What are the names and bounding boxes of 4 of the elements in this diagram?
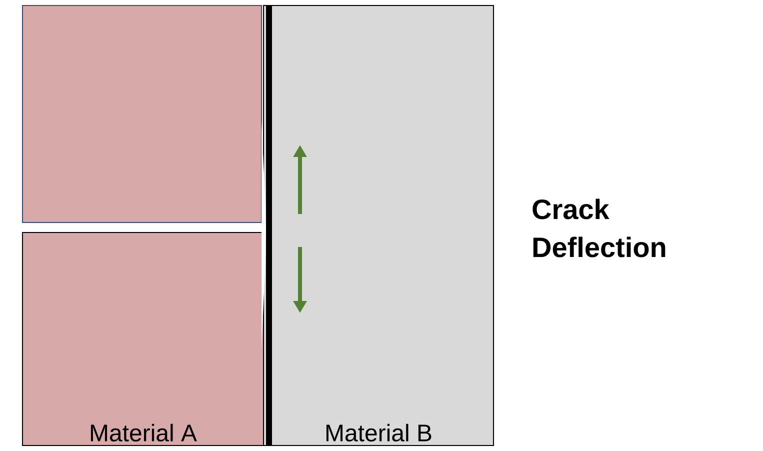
material-block: [22, 5, 262, 223]
title: Crack Deflection: [532, 198, 666, 258]
material-block: Material B: [263, 5, 494, 446]
material-block: Material A: [22, 232, 264, 446]
